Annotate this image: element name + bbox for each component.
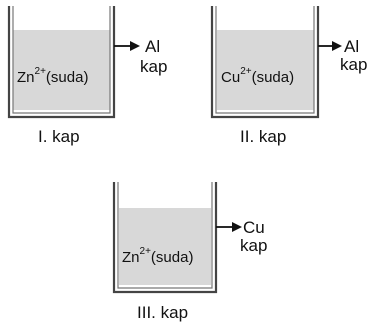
metal-label-2b: kap — [340, 55, 367, 74]
arrow-head-1 — [130, 41, 140, 51]
beaker-2: Cu2+(suda) Al kap II. kap — [210, 6, 367, 146]
solution-3 — [119, 208, 211, 285]
ion-label-3: Zn2+(suda) — [122, 246, 193, 266]
arrow-head-3 — [232, 222, 242, 232]
metal-label-1: Al — [145, 37, 160, 56]
beaker-1: Zn2+(suda) Al kap I. kap — [7, 6, 167, 146]
caption-1: I. kap — [38, 127, 80, 146]
ion-label-1: Zn2+(suda) — [17, 66, 88, 86]
metal-label-2: Al — [344, 37, 359, 56]
metal-label-3: Cu — [243, 218, 265, 237]
solution-1 — [13, 30, 110, 110]
solution-2 — [217, 30, 314, 110]
beaker-3: Zn2+(suda) Cu kap III. kap — [112, 182, 267, 322]
metal-label-1b: kap — [140, 57, 167, 76]
ion-label-2: Cu2+(suda) — [221, 66, 294, 86]
caption-3: III. kap — [137, 303, 188, 322]
metal-label-3b: kap — [240, 236, 267, 255]
arrow-head-2 — [332, 41, 342, 51]
caption-2: II. kap — [240, 127, 286, 146]
